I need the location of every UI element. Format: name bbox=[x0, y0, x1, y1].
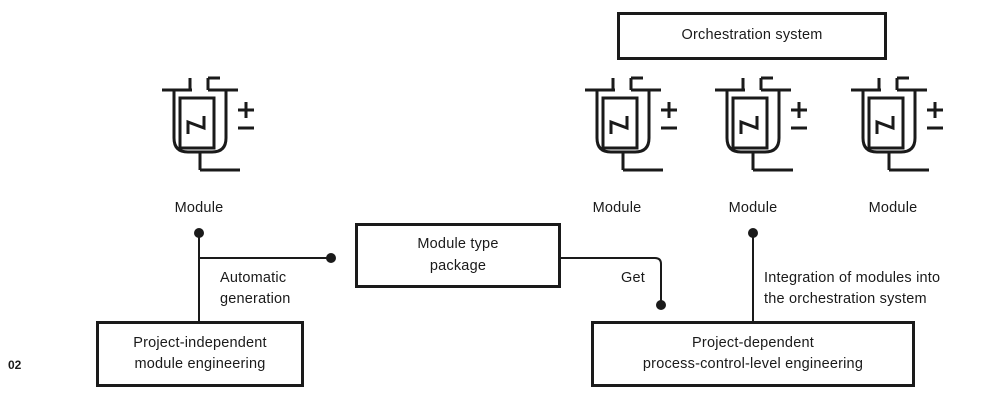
reactor-module-icon bbox=[583, 76, 679, 172]
project-dependent-box: Project-dependent process-control-level … bbox=[591, 321, 915, 387]
reactor-module-icon bbox=[160, 76, 256, 172]
module-label: Module bbox=[174, 200, 224, 216]
automatic-generation-label: Automatic generation bbox=[220, 270, 291, 308]
connector-dot bbox=[194, 228, 204, 238]
orchestration-system-label: Orchestration system bbox=[681, 27, 823, 44]
reactor-module-icon bbox=[713, 76, 809, 172]
orchestration-system-box: Orchestration system bbox=[617, 12, 887, 60]
connector-dot bbox=[748, 228, 758, 238]
figure-number: 02 bbox=[8, 358, 22, 372]
module-label: Module bbox=[592, 200, 642, 216]
module-label: Module bbox=[728, 200, 778, 216]
project-independent-box: Project-independent module engineering bbox=[96, 321, 304, 387]
module-type-package-label: Module type package bbox=[417, 236, 499, 274]
integration-label: Integration of modules into the orchestr… bbox=[764, 270, 941, 308]
project-dependent-label: Project-dependent process-control-level … bbox=[642, 334, 864, 372]
connector-get bbox=[560, 257, 662, 304]
connector-dot bbox=[326, 253, 336, 263]
get-label: Get bbox=[621, 270, 645, 286]
module-label: Module bbox=[868, 200, 918, 216]
connector-dot bbox=[656, 300, 666, 310]
reactor-module-icon bbox=[849, 76, 945, 172]
module-type-package-box: Module type package bbox=[355, 223, 561, 288]
project-independent-label: Project-independent module engineering bbox=[133, 334, 267, 372]
